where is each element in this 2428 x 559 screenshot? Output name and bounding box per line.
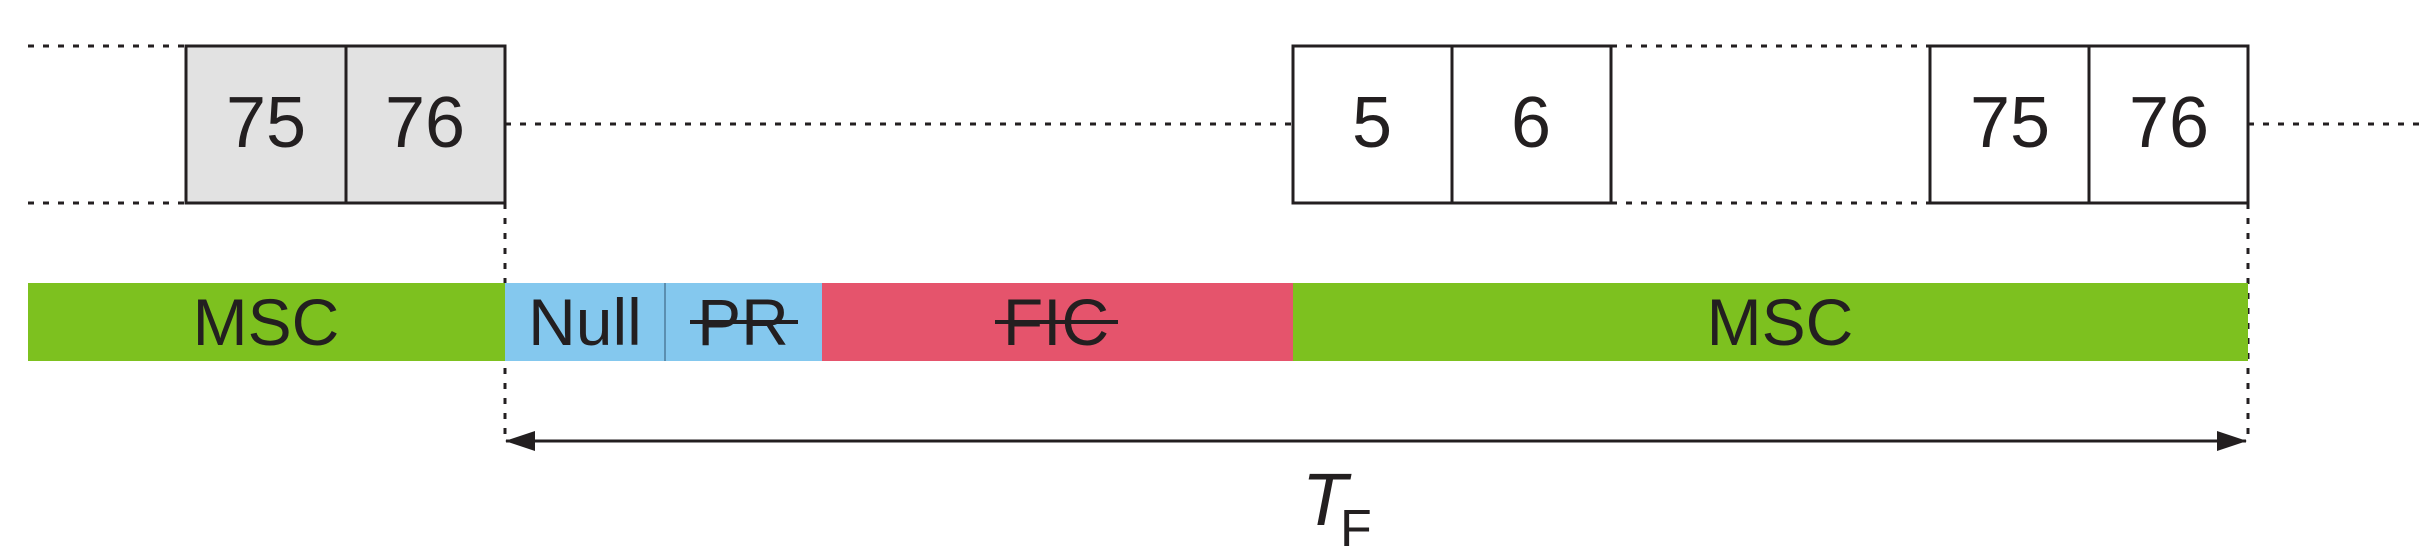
slot-label-76-current: 76 <box>2129 83 2209 163</box>
slot-group-start: 5 6 <box>1291 44 1613 205</box>
slot-box-6 <box>1450 44 1613 205</box>
slot-box-76-previous <box>344 44 507 205</box>
slot-label-76-previous: 76 <box>385 83 465 163</box>
duration-label: T <box>1302 458 1352 541</box>
slot-label-6: 6 <box>1511 83 1551 163</box>
segment-label-msc-right: MSC <box>1707 285 1854 359</box>
slot-box-76-current <box>2087 44 2250 205</box>
frame-duration: T F <box>505 431 2247 558</box>
duration-symbol: T <box>1302 458 1352 541</box>
segment-label-null: Null <box>528 285 642 359</box>
frame-segments: MSC Null PR FIC MSC <box>28 283 2248 361</box>
slot-group-previous: 75 76 <box>184 44 507 205</box>
slot-label-75-current: 75 <box>1970 83 2050 163</box>
top-row-guides <box>28 44 2420 205</box>
slot-box-5 <box>1291 44 1454 205</box>
slot-label-75-previous: 75 <box>226 83 306 163</box>
slot-label-5: 5 <box>1352 83 1392 163</box>
slot-group-current: 75 76 <box>1928 44 2250 205</box>
segment-msc-left <box>28 283 505 361</box>
segment-null <box>505 283 665 361</box>
segment-msc-right <box>1293 283 2248 361</box>
frame-boundaries <box>503 203 2250 440</box>
duration-subscript: F <box>1340 500 1372 558</box>
segment-label-msc-left: MSC <box>193 285 340 359</box>
